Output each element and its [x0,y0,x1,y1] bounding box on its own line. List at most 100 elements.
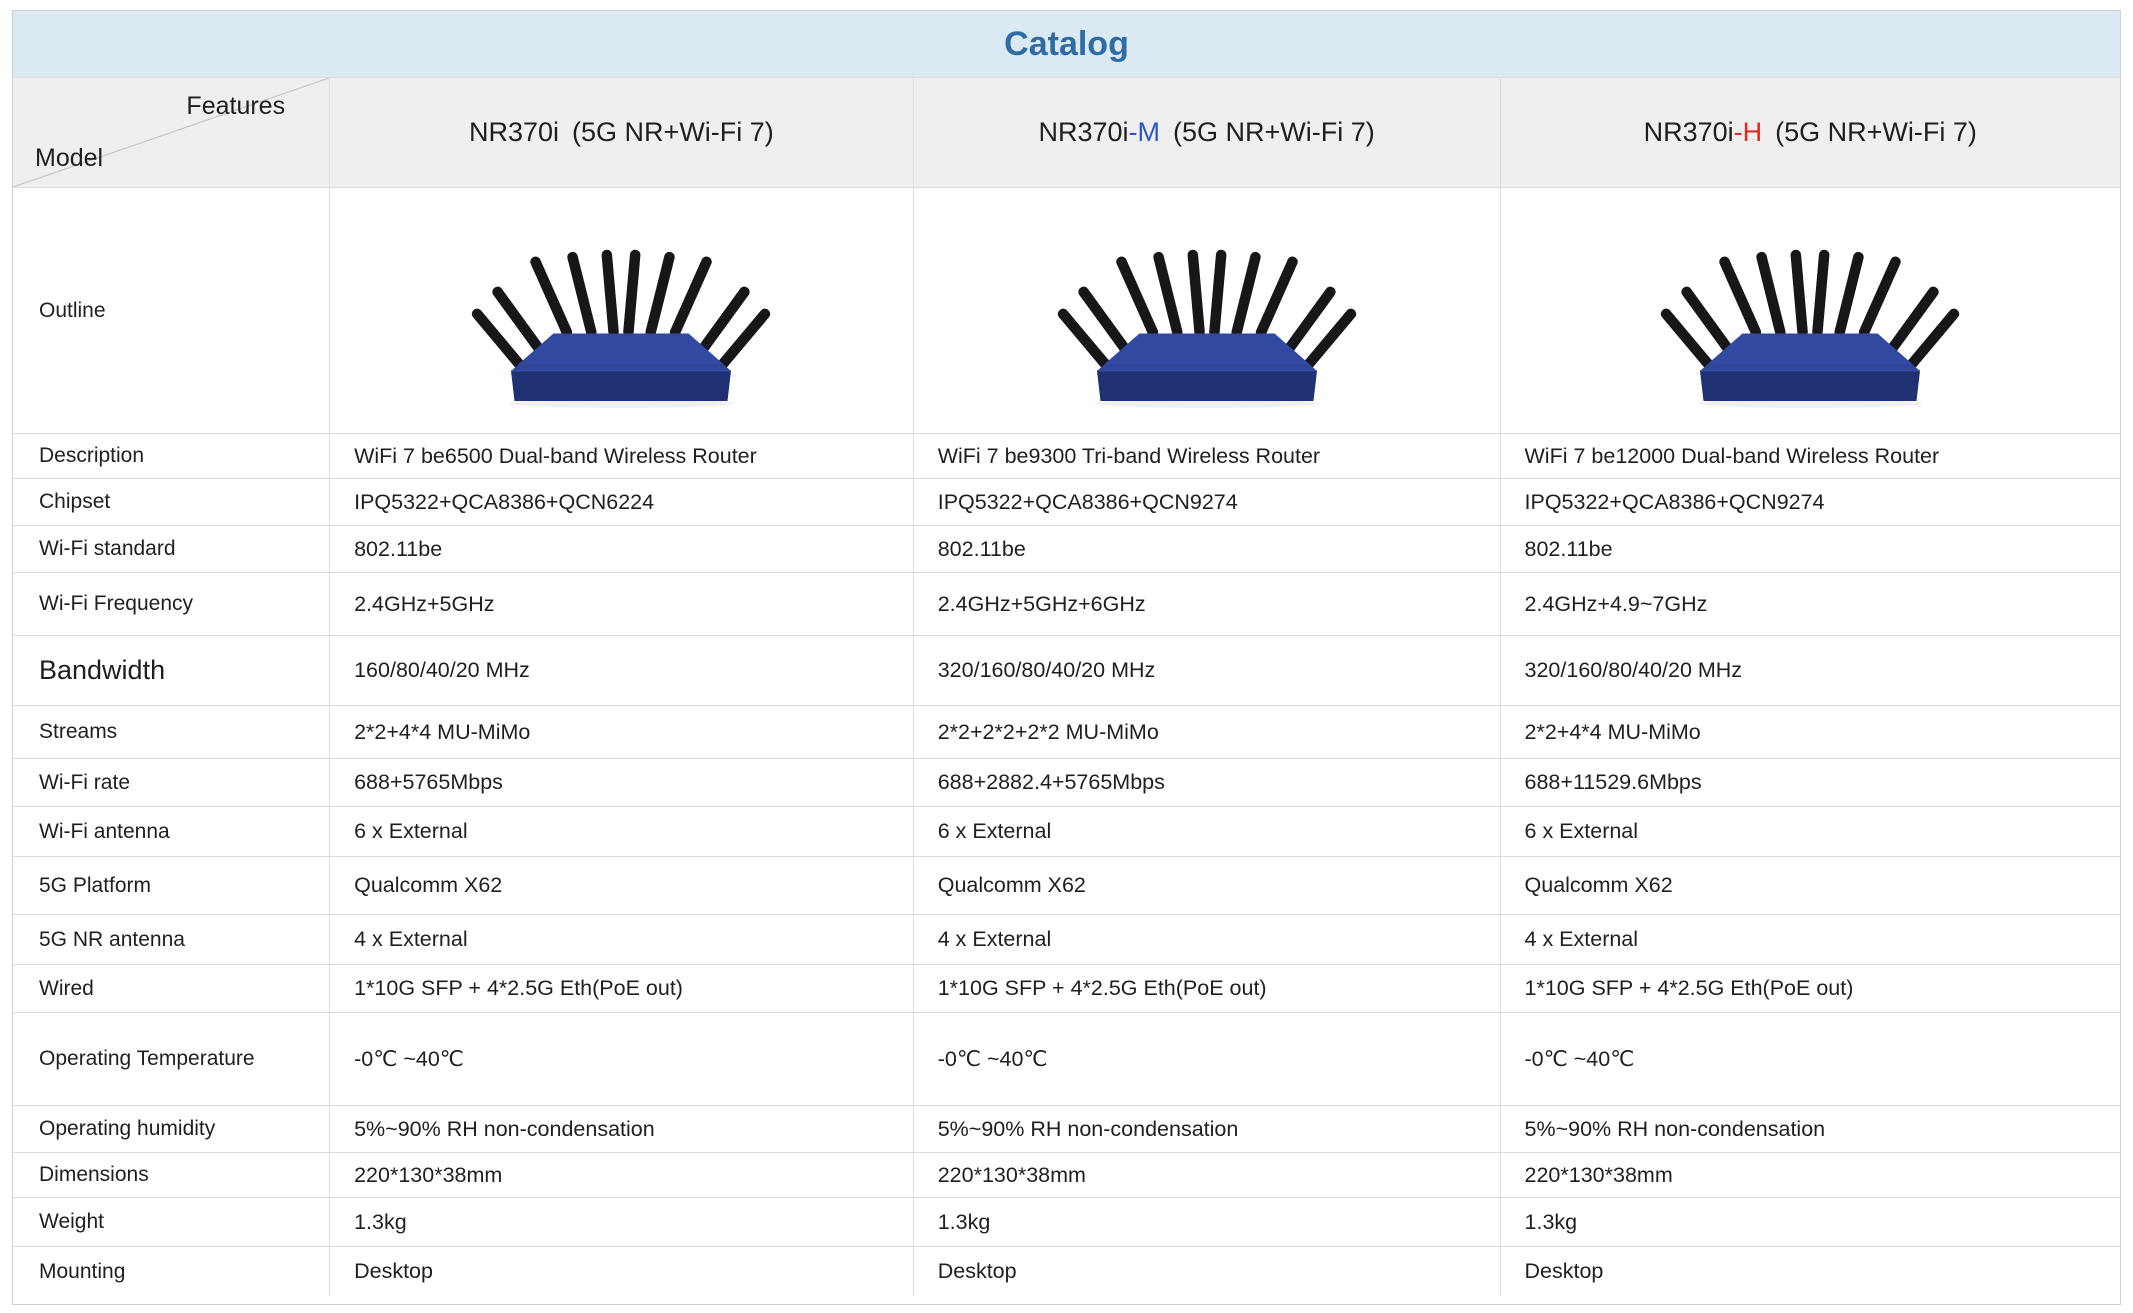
spec-value: 220*130*38mm [914,1153,1501,1197]
spec-value: 5%~90% RH non-condensation [1524,1116,1826,1141]
row-label: Wi-Fi antenna [13,807,331,856]
spec-value: IPQ5322+QCA8386+QCN6224 [330,479,914,525]
outline-image-cell-2 [913,188,1501,433]
model-suffix: -H [1733,117,1763,147]
row-label: Wired [13,965,331,1012]
row-label: Chipset [13,479,331,525]
spec-row-bandwidth: Bandwidth 160/80/40/20 MHz 320/160/80/40… [13,635,2120,705]
spec-value: WiFi 7 be12000 Dual-band Wireless Router [1524,443,1940,468]
spec-value: -0℃ ~40℃ [330,1013,914,1105]
spec-value: Desktop [914,1247,1501,1296]
spec-value: 220*130*38mm [330,1153,914,1197]
spec-value: 2.4GHz+5GHz+6GHz [914,573,1501,635]
spec-row-operating-temperature: Operating Temperature -0℃ ~40℃ -0℃ ~40℃ … [13,1012,2120,1105]
title-row: Catalog [13,11,2120,77]
spec-value: -0℃ ~40℃ [1524,1046,1635,1071]
page-title: Catalog [1004,24,1129,63]
spec-value: 1*10G SFP + 4*2.5G Eth(PoE out) [914,965,1501,1012]
spec-row-wifi-frequency: Wi-Fi Frequency 2.4GHz+5GHz 2.4GHz+5GHz+… [13,572,2120,635]
model-suffix: -M [1128,117,1160,147]
spec-value: WiFi 7 be6500 Dual-band Wireless Router [330,434,914,478]
header-row: Features Model NR370i (5G NR+Wi-Fi 7) NR3… [13,77,2120,187]
spec-value: -0℃ ~40℃ [914,1013,1501,1105]
spec-value: Qualcomm X62 [330,857,914,914]
spec-value: 2.4GHz+4.9~7GHz [1524,591,1708,616]
spec-value: 802.11be [1524,536,1613,561]
spec-value: 1*10G SFP + 4*2.5G Eth(PoE out) [330,965,914,1012]
spec-row-5g-platform: 5G Platform Qualcomm X62 Qualcomm X62 Qu… [13,856,2120,914]
title-cell: Catalog [13,11,2120,77]
spec-value: 6 x External [330,807,914,856]
spec-value: 5%~90% RH non-condensation [914,1106,1501,1152]
spec-value: 1*10G SFP + 4*2.5G Eth(PoE out) [1524,976,1854,1000]
spec-value: 2*2+4*4 MU-MiMo [330,706,914,758]
spec-row-streams: Streams 2*2+4*4 MU-MiMo 2*2+2*2+2*2 MU-M… [13,705,2120,758]
model-label: Model [35,144,104,172]
spec-row-5g-nr-antenna: 5G NR antenna 4 x External 4 x External … [13,914,2120,964]
spec-value: Desktop [330,1247,914,1296]
row-label: Operating humidity [13,1106,331,1152]
row-label: Description [13,434,331,478]
spec-row-wifi-antenna: Wi-Fi antenna 6 x External 6 x External … [13,806,2120,856]
features-model-header: Features Model [13,78,331,187]
spec-value: 4 x External [1524,927,1639,951]
spec-value: 688+11529.6Mbps [1524,770,1702,794]
spec-value: WiFi 7 be9300 Tri-band Wireless Router [914,434,1501,478]
row-label: 5G Platform [13,857,331,914]
features-label: Features [186,92,286,120]
model-header-nr370i-m: NR370i-M (5G NR+Wi-Fi 7) [914,78,1501,187]
spec-value: 802.11be [330,526,914,572]
outline-image-cell-3 [1500,188,2120,433]
row-label: Wi-Fi standard [13,526,331,572]
router-photo-icon [472,249,771,408]
model-header-nr370i-h: NR370i-H (5G NR+Wi-Fi 7) [1501,78,2120,187]
row-label: Operating Temperature [13,1013,331,1105]
row-label: Bandwidth [13,636,331,705]
spec-row-wifi-rate: Wi-Fi rate 688+5765Mbps 688+2882.4+5765M… [13,758,2120,806]
outline-image-cell-1 [330,188,914,433]
row-label: Streams [13,706,331,758]
row-label: Wi-Fi rate [13,759,331,806]
spec-value: 6 x External [1524,819,1639,843]
spec-row-wifi-standard: Wi-Fi standard 802.11be 802.11be 802.11b… [13,525,2120,572]
spec-value: 802.11be [914,526,1501,572]
spec-value: 2.4GHz+5GHz [330,573,914,635]
catalog-table: Catalog Features Model NR370i (5G NR+Wi-F… [12,10,2121,1305]
model-subtitle: (5G NR+Wi-Fi 7) [1173,117,1375,147]
spec-value: 6 x External [914,807,1501,856]
model-subtitle: (5G NR+Wi-Fi 7) [572,117,774,147]
spec-value: 320/160/80/40/20 MHz [1524,658,1743,682]
row-label: Weight [13,1198,331,1246]
router-photo-icon [1057,249,1356,408]
spec-row-description: Description WiFi 7 be6500 Dual-band Wire… [13,433,2120,478]
row-label: Wi-Fi Frequency [13,573,331,635]
spec-value: 220*130*38mm [1524,1162,1673,1187]
spec-row-operating-humidity: Operating humidity 5%~90% RH non-condens… [13,1105,2120,1152]
spec-value: 320/160/80/40/20 MHz [914,636,1501,705]
spec-value: 4 x External [330,915,914,964]
spec-row-chipset: Chipset IPQ5322+QCA8386+QCN6224 IPQ5322+… [13,478,2120,525]
model-name: NR370i [1643,117,1734,147]
router-photo-icon [1661,249,1960,408]
spec-row-wired: Wired 1*10G SFP + 4*2.5G Eth(PoE out) 1*… [13,964,2120,1012]
spec-value: 688+2882.4+5765Mbps [914,759,1501,806]
model-subtitle: (5G NR+Wi-Fi 7) [1775,117,1977,147]
spec-value: 5%~90% RH non-condensation [330,1106,914,1152]
model-name: NR370i [469,117,560,147]
row-label: Dimensions [13,1153,331,1197]
outline-row: Outline [13,187,2120,433]
spec-row-dimensions: Dimensions 220*130*38mm 220*130*38mm 220… [13,1152,2120,1197]
spec-value: Qualcomm X62 [914,857,1501,914]
spec-row-mounting: Mounting Desktop Desktop Desktop [13,1246,2120,1296]
spec-value: Desktop [1524,1259,1604,1283]
spec-value: 2*2+2*2+2*2 MU-MiMo [914,706,1501,758]
spec-value: 4 x External [914,915,1501,964]
row-label: Outline [13,188,331,433]
spec-value: 688+5765Mbps [330,759,914,806]
row-label: Mounting [13,1247,331,1296]
row-label: 5G NR antenna [13,915,331,964]
model-name: NR370i [1038,117,1129,147]
spec-value: IPQ5322+QCA8386+QCN9274 [1524,489,1825,514]
spec-value: 1.3kg [914,1198,1501,1246]
